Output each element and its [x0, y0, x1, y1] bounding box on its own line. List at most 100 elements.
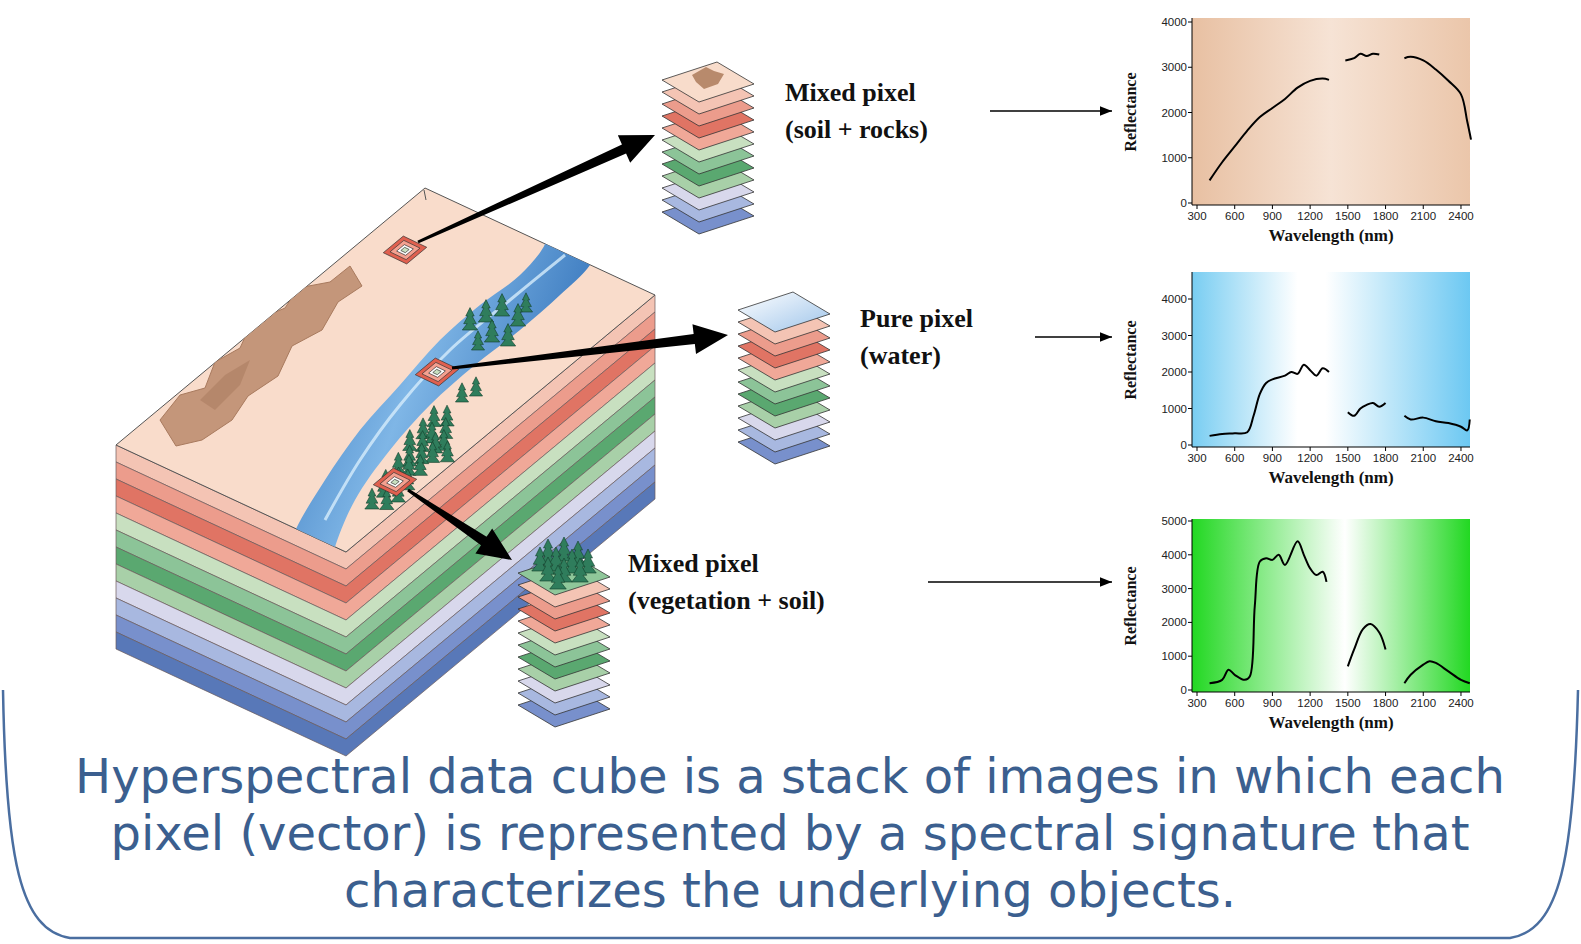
axis-tick — [1188, 622, 1192, 623]
y-axis-title: Reflectance — [1121, 566, 1141, 645]
axis-tick — [1188, 656, 1192, 657]
pixel-top — [738, 292, 830, 332]
pixel-marker — [401, 247, 409, 252]
axis-tick — [1385, 692, 1386, 696]
axis-tick — [1188, 445, 1192, 446]
tree — [462, 308, 477, 330]
tick-label: 0 — [1181, 439, 1187, 451]
tree — [440, 441, 454, 462]
tick-label: 4000 — [1161, 293, 1187, 305]
tree — [494, 294, 509, 316]
tick-label-holder: 2000 — [1161, 106, 1187, 119]
tick-label-holder: 1200 — [1297, 452, 1323, 465]
tree — [469, 377, 482, 396]
axis-tick — [1460, 692, 1461, 696]
slide-frame — [3, 690, 1578, 938]
tick-label: 1500 — [1335, 697, 1361, 709]
axis-tick — [1188, 372, 1192, 373]
tick-label: 900 — [1263, 210, 1282, 222]
data-cube — [116, 188, 655, 756]
tick-label-holder: 4000 — [1161, 548, 1187, 561]
tick-label-holder: 2100 — [1410, 452, 1436, 465]
tick-label: 4000 — [1161, 16, 1187, 28]
tick-label-holder: 600 — [1225, 452, 1244, 465]
tick-label: 300 — [1187, 210, 1206, 222]
axis-tick — [1310, 205, 1311, 209]
pointer-arrow — [417, 135, 655, 243]
tick-label: 2100 — [1410, 697, 1436, 709]
tree-cluster — [365, 293, 533, 510]
axis-title-holder: Reflectance — [1121, 72, 1141, 151]
spectral-curve — [1348, 403, 1386, 416]
axis-title-holder: Wavelength (nm) — [1268, 226, 1393, 246]
tick-label: 1200 — [1297, 210, 1323, 222]
tick-label: 300 — [1187, 452, 1206, 464]
x-axis-title: Wavelength (nm) — [1268, 713, 1393, 733]
tick-label-holder: 900 — [1263, 697, 1282, 710]
axis-tick — [1188, 112, 1192, 113]
tick-label: 0 — [1181, 684, 1187, 696]
axis-tick — [1347, 692, 1348, 696]
tree — [427, 406, 441, 427]
band-layer — [116, 465, 655, 739]
tick-label: 3000 — [1161, 329, 1187, 341]
axis-tick — [1188, 588, 1192, 589]
tick-label-holder: 2400 — [1448, 452, 1474, 465]
tick-label-holder: 1500 — [1335, 452, 1361, 465]
tick-label-holder: 600 — [1225, 210, 1244, 223]
tick-label-holder: 5000 — [1161, 515, 1187, 528]
tick-label-holder: 300 — [1187, 452, 1206, 465]
y-axis-title: Reflectance — [1121, 320, 1141, 399]
tick-label-holder: 4000 — [1161, 16, 1187, 29]
spectral-curve — [1210, 541, 1327, 683]
tree — [572, 558, 589, 582]
pointer-arrow — [407, 489, 512, 560]
chart-axis — [1192, 18, 1470, 205]
tick-label-holder: 0 — [1181, 439, 1187, 452]
tick-label-holder: 1000 — [1161, 151, 1187, 164]
tick-label: 1200 — [1297, 697, 1323, 709]
tick-label: 0 — [1181, 197, 1187, 209]
pixel-marker — [429, 367, 446, 378]
tick-label-holder: 1500 — [1335, 697, 1361, 710]
axis-tick — [1385, 447, 1386, 451]
tick-label-holder: 1200 — [1297, 210, 1323, 223]
x-axis-title: Wavelength (nm) — [1268, 226, 1393, 246]
axis-tick — [1460, 205, 1461, 209]
tree — [455, 383, 468, 402]
tick-label: 1000 — [1161, 402, 1187, 414]
axis-tick — [1272, 692, 1273, 696]
pixel-stack — [518, 537, 610, 727]
tick-label: 1200 — [1297, 452, 1323, 464]
chart-background — [1192, 18, 1470, 205]
tick-label-holder: 900 — [1263, 452, 1282, 465]
axis-tick — [1188, 157, 1192, 158]
tick-label-holder: 1800 — [1373, 697, 1399, 710]
caption: Hyperspectral data cube is a stack of im… — [40, 748, 1540, 919]
axis-title-holder: Reflectance — [1121, 320, 1141, 399]
tree — [365, 488, 379, 509]
tick-label: 2000 — [1161, 106, 1187, 118]
pixel-stack — [662, 62, 754, 234]
tick-label: 2400 — [1448, 697, 1474, 709]
tick-label: 2000 — [1161, 616, 1187, 628]
axis-tick — [1310, 447, 1311, 451]
tick-label: 2000 — [1161, 366, 1187, 378]
tick-label-holder: 3000 — [1161, 329, 1187, 342]
axis-tick — [1197, 692, 1198, 696]
tick-label: 2400 — [1448, 210, 1474, 222]
axis-tick — [1385, 205, 1386, 209]
pointer-arrow — [452, 324, 728, 369]
x-axis-title: Wavelength (nm) — [1268, 468, 1393, 488]
tick-label: 600 — [1225, 697, 1244, 709]
tick-label-holder: 1500 — [1335, 210, 1361, 223]
axis-tick — [1272, 205, 1273, 209]
axis-tick — [1460, 447, 1461, 451]
tick-label-holder: 3000 — [1161, 582, 1187, 595]
spectral-curve — [1210, 79, 1329, 181]
tick-label-holder: 2100 — [1410, 210, 1436, 223]
axis-tick — [1272, 447, 1273, 451]
spectral-curve — [1345, 54, 1379, 61]
axis-tick — [1188, 22, 1192, 23]
axis-tick — [1188, 408, 1192, 409]
